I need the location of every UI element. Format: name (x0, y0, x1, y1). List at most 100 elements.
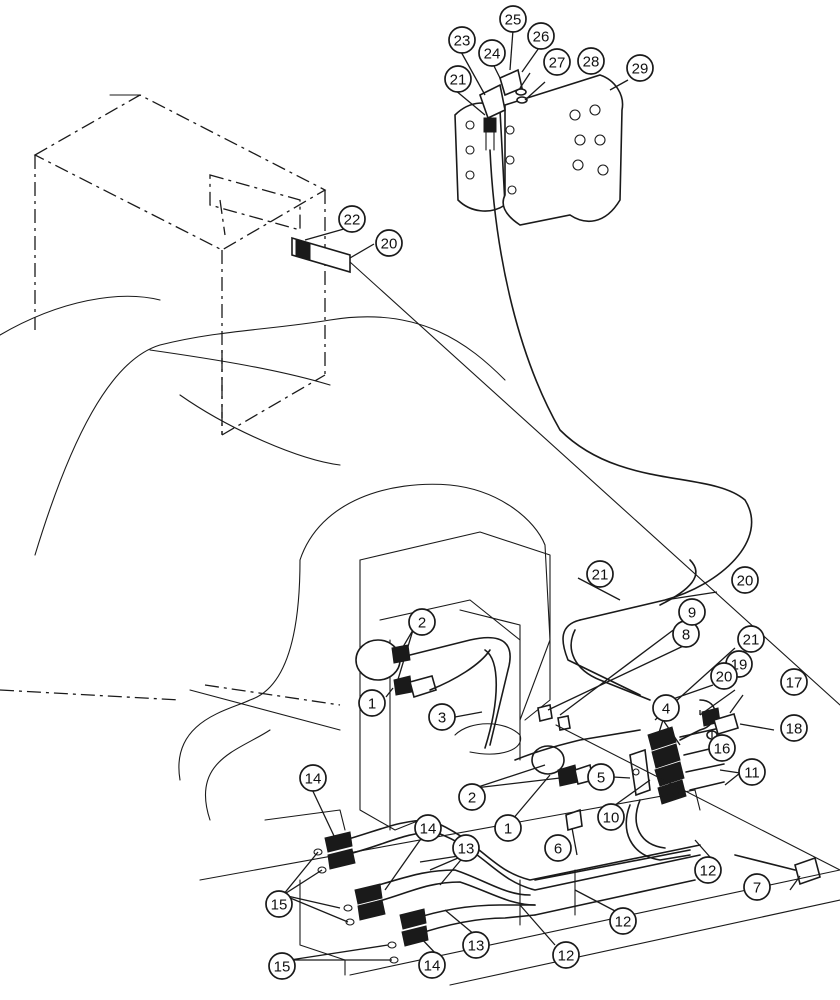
callout-14: 14 (414, 814, 442, 842)
callout-circle (708, 734, 736, 762)
callout-circle (586, 560, 614, 588)
callout-number: 10 (603, 810, 620, 827)
callout-number: 3 (438, 710, 446, 727)
callout-number: 16 (714, 741, 731, 758)
callout-number: 13 (468, 938, 485, 955)
callout-circle (268, 952, 296, 980)
callout-20: 20 (375, 229, 403, 257)
callout-16: 16 (708, 734, 736, 762)
callout-26: 26 (527, 22, 555, 50)
tank-fitting (209, 174, 840, 706)
callout-circle (731, 566, 759, 594)
callout-circle (527, 22, 555, 50)
callout-number: 29 (632, 61, 649, 78)
callout-number: 13 (458, 841, 475, 858)
callout-1: 1 (358, 689, 386, 717)
callout-circle (694, 856, 722, 884)
callout-21: 21 (586, 560, 614, 588)
callout-13: 13 (462, 931, 490, 959)
callout-circle (577, 47, 605, 75)
callout-circle (338, 205, 366, 233)
callout-3: 3 (428, 703, 456, 731)
callout-number: 12 (615, 914, 632, 931)
callout-circle (780, 668, 808, 696)
callout-circle (494, 814, 522, 842)
callout-number: 20 (381, 236, 398, 253)
callout-circle (458, 783, 486, 811)
callout-15: 15 (265, 890, 293, 918)
callout-number: 14 (420, 821, 437, 838)
callout-circle (738, 758, 766, 786)
callout-14: 14 (418, 951, 446, 979)
quick-couplers (264, 809, 429, 976)
callout-17: 17 (780, 668, 808, 696)
callout-number: 22 (344, 212, 361, 229)
callout-20: 20 (710, 662, 738, 690)
boom-body (0, 483, 551, 831)
callout-number: 2 (468, 790, 476, 807)
valve-elbow-fittings (479, 68, 528, 151)
callout-number: 5 (597, 770, 605, 787)
callout-group: 1122345678910111212121313141414151516171… (265, 5, 808, 980)
callout-number: 6 (554, 841, 562, 858)
callout-circle (609, 907, 637, 935)
callout-number: 7 (753, 880, 761, 897)
callout-number: 12 (558, 948, 575, 965)
callout-9: 9 (678, 598, 706, 626)
callout-circle (587, 763, 615, 791)
callout-number: 2 (418, 615, 426, 632)
callout-number: 18 (786, 721, 803, 738)
callout-7: 7 (743, 873, 771, 901)
callout-number: 8 (682, 627, 690, 644)
callout-22: 22 (338, 205, 366, 233)
callout-12: 12 (552, 941, 580, 969)
callout-circle (737, 625, 765, 653)
boom-cylinder-fitting (355, 636, 522, 755)
machine-frame (0, 295, 506, 556)
callout-circle (462, 931, 490, 959)
callout-2: 2 (458, 783, 486, 811)
callout-13: 13 (452, 834, 480, 862)
callout-circle (265, 890, 293, 918)
callout-circle (710, 662, 738, 690)
callout-circle (428, 703, 456, 731)
callout-circle (478, 39, 506, 67)
callout-1: 1 (494, 814, 522, 842)
callout-number: 27 (549, 55, 566, 72)
hoses-long (489, 149, 753, 701)
callout-2: 2 (408, 608, 436, 636)
callout-circle (780, 714, 808, 742)
callout-circle (626, 54, 654, 82)
callout-25: 25 (499, 5, 527, 33)
callout-number: 21 (450, 72, 467, 89)
callout-29: 29 (626, 54, 654, 82)
callout-circle (652, 694, 680, 722)
callout-14: 14 (299, 764, 327, 792)
callout-12: 12 (609, 907, 637, 935)
callout-15: 15 (268, 952, 296, 980)
callout-number: 14 (305, 771, 322, 788)
callout-number: 11 (744, 765, 760, 782)
callout-circle (414, 814, 442, 842)
callout-number: 17 (786, 675, 803, 692)
callout-circle (448, 26, 476, 54)
callout-number: 23 (454, 33, 471, 50)
callout-circle (743, 873, 771, 901)
callout-number: 20 (737, 573, 754, 590)
callout-20: 20 (731, 566, 759, 594)
callout-circle (544, 834, 572, 862)
callout-circle (499, 5, 527, 33)
callout-number: 20 (716, 669, 733, 686)
callout-21: 21 (444, 65, 472, 93)
callout-number: 28 (583, 54, 600, 71)
callout-number: 21 (743, 632, 760, 649)
callout-number: 21 (592, 567, 609, 584)
callout-number: 12 (700, 863, 717, 880)
callout-21: 21 (737, 625, 765, 653)
callout-number: 1 (368, 696, 376, 713)
callout-circle (552, 941, 580, 969)
callout-6: 6 (544, 834, 572, 862)
callout-5: 5 (587, 763, 615, 791)
callout-11: 11 (738, 758, 766, 786)
